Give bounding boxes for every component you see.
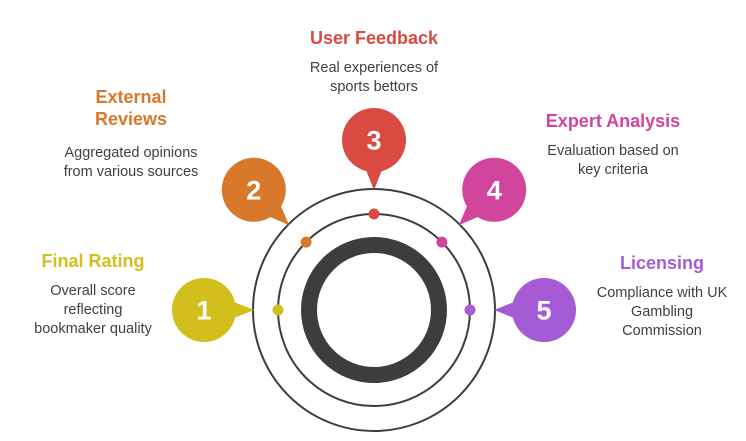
callout-final-rating-title: Final Rating	[41, 251, 145, 271]
callout-expert-analysis-title: Expert Analysis	[545, 111, 681, 131]
callout-user-feedback-description: Real experiences of sports bettors	[309, 60, 439, 95]
callout-external-reviews-title: External Reviews	[94, 87, 168, 129]
badge-1	[172, 278, 236, 342]
callout-external-reviews-description: Aggregated opinions from various sources	[63, 145, 199, 180]
callout-final-rating: Final Rating Overall score reflecting bo…	[13, 250, 173, 339]
callout-final-rating-description: Overall score reflecting bookmaker quali…	[34, 283, 152, 337]
badge-2-number: 2	[246, 175, 261, 205]
badge-3	[342, 108, 406, 172]
badge-1-number: 1	[196, 296, 211, 326]
dot-5	[464, 304, 476, 316]
badge-2	[221, 157, 286, 222]
callout-user-feedback-title: User Feedback	[309, 28, 439, 48]
callout-expert-analysis: Expert Analysis Evaluation based on key …	[533, 110, 693, 180]
callout-licensing-description: Compliance with UK Gambling Commission	[596, 285, 728, 339]
ring-outer	[252, 188, 496, 432]
callout-user-feedback: User Feedback Real experiences of sports…	[294, 27, 454, 97]
dot-1	[272, 304, 284, 316]
callout-expert-analysis-description: Evaluation based on key criteria	[547, 143, 679, 178]
dot-3	[368, 208, 380, 220]
badge-4-number: 4	[487, 175, 502, 205]
callout-licensing: Licensing Compliance with UK Gambling Co…	[582, 252, 742, 341]
badge-5	[512, 278, 576, 342]
callout-licensing-title: Licensing	[619, 253, 704, 273]
badge-5-number: 5	[536, 296, 551, 326]
dot-4	[436, 236, 448, 248]
dot-2	[300, 236, 312, 248]
callout-external-reviews: External Reviews Aggregated opinions fro…	[51, 86, 211, 182]
badge-3-number: 3	[366, 126, 381, 156]
ring-center	[301, 237, 447, 383]
badge-4	[462, 157, 527, 222]
